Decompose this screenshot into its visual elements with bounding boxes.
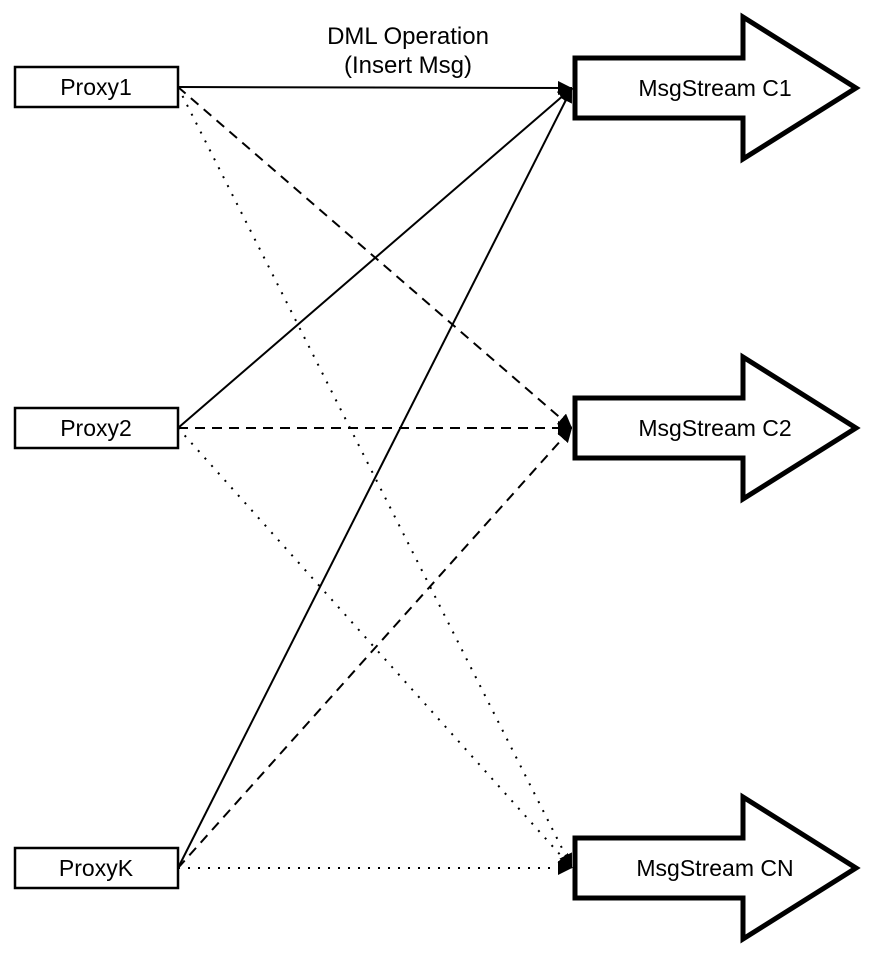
diagram-title: DML Operation (Insert Msg): [327, 23, 489, 79]
msgstream-cn-label: MsgStream CN: [636, 855, 793, 881]
msgstream-c1-label: MsgStream C1: [638, 75, 791, 101]
diagram-title-line2: (Insert Msg): [344, 52, 472, 79]
proxyk-label: ProxyK: [59, 855, 134, 881]
edge-proxyk-to-msgstream-c2: [177, 427, 573, 869]
edge-proxyk-to-msgstream-c1: [177, 87, 573, 869]
proxy2-node: Proxy2: [13, 406, 180, 450]
msgstream-c2-arrow-shape: [572, 352, 861, 504]
proxy1-node: Proxy1: [13, 65, 180, 109]
proxy2-box: [13, 406, 180, 450]
msgstream-cn-node: MsgStream CN: [572, 792, 861, 944]
proxy2-label: Proxy2: [60, 415, 132, 441]
msgstream-c1-node: MsgStream C1: [572, 12, 861, 164]
edge-proxy1-to-msgstream-c1: [177, 80, 573, 95]
msgstream-c2-node: MsgStream C2: [572, 352, 861, 504]
diagram-title-line1: DML Operation: [327, 23, 489, 50]
proxy1-box: [13, 65, 180, 109]
edge-proxy1-to-msgstream-c2: [177, 86, 573, 429]
proxyk-box: [13, 846, 180, 890]
proxyk-node: ProxyK: [13, 846, 180, 890]
msgstream-cn-arrow-shape: [572, 792, 861, 944]
msgstream-c1-arrow-shape: [572, 12, 861, 164]
msgstream-c2-label: MsgStream C2: [638, 415, 791, 441]
proxy1-label: Proxy1: [60, 74, 132, 100]
